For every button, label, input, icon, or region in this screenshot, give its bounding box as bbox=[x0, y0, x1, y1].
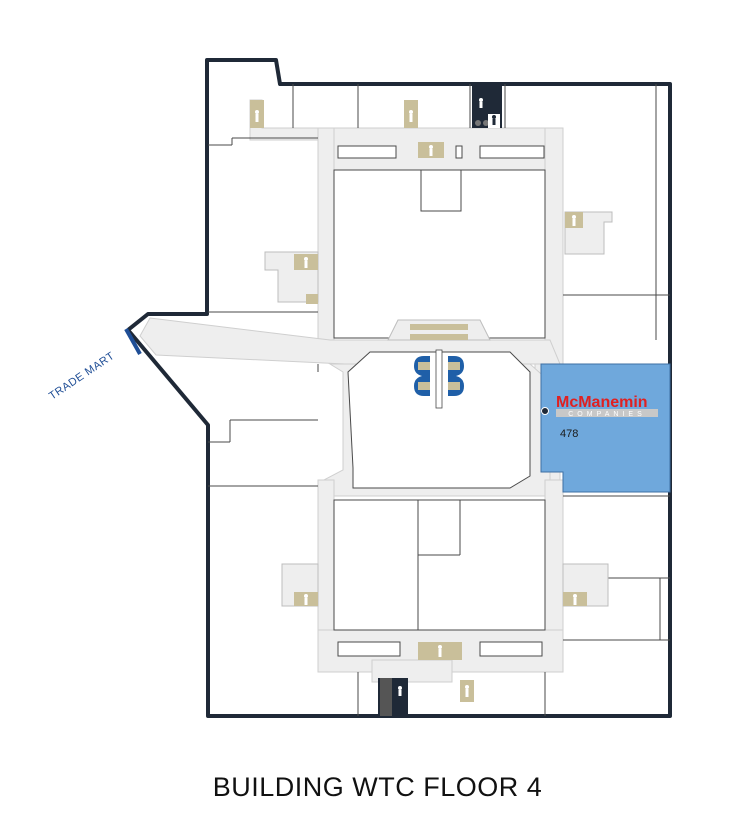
room-partitions bbox=[208, 84, 670, 716]
north-core-closet bbox=[420, 169, 462, 212]
restroom-icon bbox=[410, 324, 468, 330]
stairwells bbox=[378, 86, 502, 716]
suite-entrance-marker bbox=[541, 407, 549, 415]
core-rooms bbox=[333, 169, 546, 631]
restroom-icon bbox=[306, 294, 318, 304]
suite-478[interactable] bbox=[540, 363, 671, 493]
tenant-logo-main: McManemin bbox=[556, 394, 648, 411]
suite-number: 478 bbox=[560, 428, 578, 440]
central-atrium bbox=[347, 351, 531, 489]
trade-mart-label: TRADE MART bbox=[47, 350, 117, 403]
corridor-west-upper bbox=[317, 127, 335, 344]
corridor-south-stub bbox=[371, 659, 453, 683]
restroom-figures bbox=[255, 110, 577, 697]
tenant-logo-sub: COMPANIES bbox=[568, 411, 646, 418]
tenant-logo-band bbox=[556, 409, 658, 417]
corridor-east-upper bbox=[544, 127, 564, 365]
corridor-fixtures bbox=[337, 145, 545, 657]
elevator-icon bbox=[414, 349, 464, 409]
south-core-room bbox=[333, 499, 546, 631]
restroom-icon bbox=[410, 334, 468, 340]
trade-mart-connector[interactable] bbox=[124, 328, 142, 355]
floor-title: BUILDING WTC FLOOR 4 bbox=[212, 772, 543, 802]
